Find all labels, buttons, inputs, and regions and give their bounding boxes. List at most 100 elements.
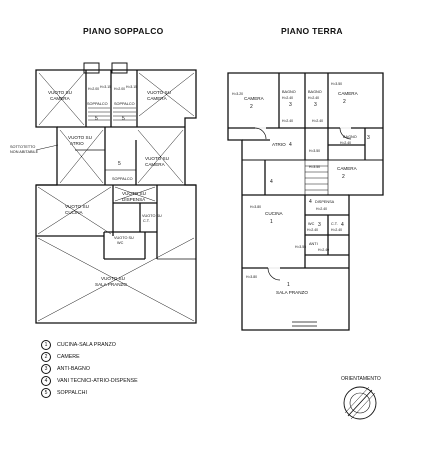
label-h-anti: H=2.40 <box>318 248 329 252</box>
label-n3a: 3 <box>289 102 292 108</box>
legend-item: 4 VANI TECNICI-ATRIO-DISPENSE <box>41 375 138 387</box>
label-n4c: 4 <box>309 199 312 205</box>
label-h-left-a: H=2.00 <box>88 87 99 91</box>
label-h-bagno-a: H=2.40 <box>282 96 293 100</box>
label-dispensa: DISPENSA <box>315 200 335 204</box>
label-n3c: 3 <box>367 135 370 141</box>
label-h-camera-left: H=3.20 <box>232 92 243 96</box>
label-soppalco-mid: SOPPALCO <box>112 177 133 181</box>
label-vuoto-wc-2: WC <box>117 241 124 245</box>
label-n3b: 3 <box>314 102 317 108</box>
label-n1a: 1 <box>270 219 273 225</box>
label-soppalco-left: SOPPALCO <box>87 102 108 106</box>
label-h-small-b: H=2.40 <box>312 119 323 123</box>
label-bagno-c: BAGNO <box>343 135 357 139</box>
label-n1b: 1 <box>287 282 290 288</box>
label-ct: C.T. <box>331 222 338 226</box>
label-vuoto-wc-1: VUOTO SU <box>114 236 134 240</box>
label-soppalco-num-right: 5 <box>122 116 125 122</box>
label-h-sala: H=3.80 <box>246 275 257 279</box>
legend-text: SOPPALCHI <box>57 390 87 396</box>
label-vuoto-sala-2: SALA PRANZO <box>95 282 127 287</box>
label-n4b: 4 <box>270 179 273 185</box>
label-soppalco-num-mid: 5 <box>118 161 121 167</box>
label-h-atrio: H=3.50 <box>309 149 320 153</box>
label-bagno-b: BAGNO <box>308 90 322 94</box>
label-n4d: 4 <box>341 222 344 228</box>
orientation-symbol <box>343 386 377 420</box>
orientation-label: ORIENTAMENTO <box>341 376 381 382</box>
label-h-wc: H=2.40 <box>307 228 318 232</box>
label-vuoto-camera-left-1: VUOTO SU <box>48 90 72 95</box>
label-soppalco-num-left: 5 <box>95 116 98 122</box>
terra-plan <box>227 72 384 331</box>
label-vuoto-sala-1: VUOTO SU <box>101 276 125 281</box>
label-n3d: 3 <box>318 222 321 228</box>
label-h-small: H=2.40 <box>282 119 293 123</box>
legend-item: 5 SOPPALCHI <box>41 387 138 399</box>
label-camera-mid: CAMERA <box>337 166 358 171</box>
label-h-cucina: H=3.80 <box>250 205 261 209</box>
label-n2b: 2 <box>343 99 346 105</box>
label-sottotetto-1: SOTTOTETTO <box>10 145 35 149</box>
label-wc: WC <box>308 222 315 226</box>
label-camera-right: CAMERA <box>338 91 359 96</box>
legend-number: 3 <box>41 364 51 374</box>
title-piano-terra: PIANO TERRA <box>281 26 343 36</box>
label-sala: SALA PRANZO <box>276 290 308 295</box>
label-h-cucina-b: H=3.55 <box>295 245 306 249</box>
legend-item: 3 ANTI-BAGNO <box>41 363 138 375</box>
soppalco-shaft-left <box>83 62 100 74</box>
label-vuoto-atrio-2: ATRIO <box>70 141 84 146</box>
label-soppalco-right: SOPPALCO <box>114 102 135 106</box>
label-bagno-a: BAGNO <box>282 90 296 94</box>
label-h-bagno-b: H=2.40 <box>308 96 319 100</box>
legend-text: CAMERE <box>57 354 80 360</box>
title-piano-soppalco: PIANO SOPPALCO <box>83 26 164 36</box>
label-vuoto-camera-mid-2: CAMERA <box>145 162 166 167</box>
soppalco-labels: VUOTO SU CAMERA SOPPALCO SOPPALCO VUOTO … <box>10 85 171 287</box>
legend-text: VANI TECNICI-ATRIO-DISPENSE <box>57 378 138 384</box>
label-vuoto-ct-2: C.T. <box>143 219 150 223</box>
label-vuoto-atrio-1: VUOTO SU <box>68 135 92 140</box>
legend-item: 2 CAMERE <box>41 351 138 363</box>
label-vuoto-camera-right-2: CAMERA <box>147 96 168 101</box>
label-cucina: CUCINA <box>265 211 284 216</box>
legend-text: ANTI-BAGNO <box>57 366 90 372</box>
label-n2c: 2 <box>342 174 345 180</box>
label-vuoto-camera-right-1: VUOTO SU <box>147 90 171 95</box>
label-vuoto-ct-1: VUOTO SU <box>142 214 162 218</box>
soppalco-plan <box>35 62 197 324</box>
label-vuoto-cucina-1: VUOTO SU <box>65 204 89 209</box>
label-n2a: 2 <box>250 104 253 110</box>
label-vuoto-dispensa-2: DISPENSA <box>122 197 146 202</box>
legend-number: 5 <box>41 388 51 398</box>
label-h-dispensa: H=2.40 <box>316 207 327 211</box>
label-atrio: ATRIO <box>272 142 286 147</box>
label-n4a: 4 <box>289 142 292 148</box>
label-h-right-b: H=3.15 <box>126 85 137 89</box>
legend: 1 CUCINA-SALA PRANZO 2 CAMERE 3 ANTI-BAG… <box>41 339 138 399</box>
label-vuoto-camera-left-2: CAMERA <box>50 96 71 101</box>
label-vuoto-camera-mid-1: VUOTO SU <box>145 156 169 161</box>
label-h-right-a: H=2.00 <box>114 87 125 91</box>
label-h-ct: H=2.40 <box>331 228 342 232</box>
legend-number: 4 <box>41 376 51 386</box>
legend-text: CUCINA-SALA PRANZO <box>57 342 116 348</box>
label-sottotetto-2: NON ABITABILE <box>10 150 39 154</box>
label-h-left-b: H=3.15 <box>100 85 111 89</box>
label-vuoto-cucina-2: CUCINA <box>65 210 84 215</box>
terra-outline <box>227 72 384 331</box>
soppalco-shaft-right <box>111 62 128 74</box>
legend-number: 2 <box>41 352 51 362</box>
label-h-bagno-c: H=2.40 <box>340 141 351 145</box>
legend-item: 1 CUCINA-SALA PRANZO <box>41 339 138 351</box>
legend-number: 1 <box>41 340 51 350</box>
label-anti: ANTI <box>309 242 318 246</box>
label-vuoto-dispensa-1: VUOTO SU <box>122 191 146 196</box>
terra-labels: CAMERA 2 H=3.20 BAGNO H=2.40 3 BAGNO H=2… <box>232 82 370 295</box>
terra-stair <box>304 159 329 196</box>
label-h-camera-mid: H=3.50 <box>309 165 320 169</box>
